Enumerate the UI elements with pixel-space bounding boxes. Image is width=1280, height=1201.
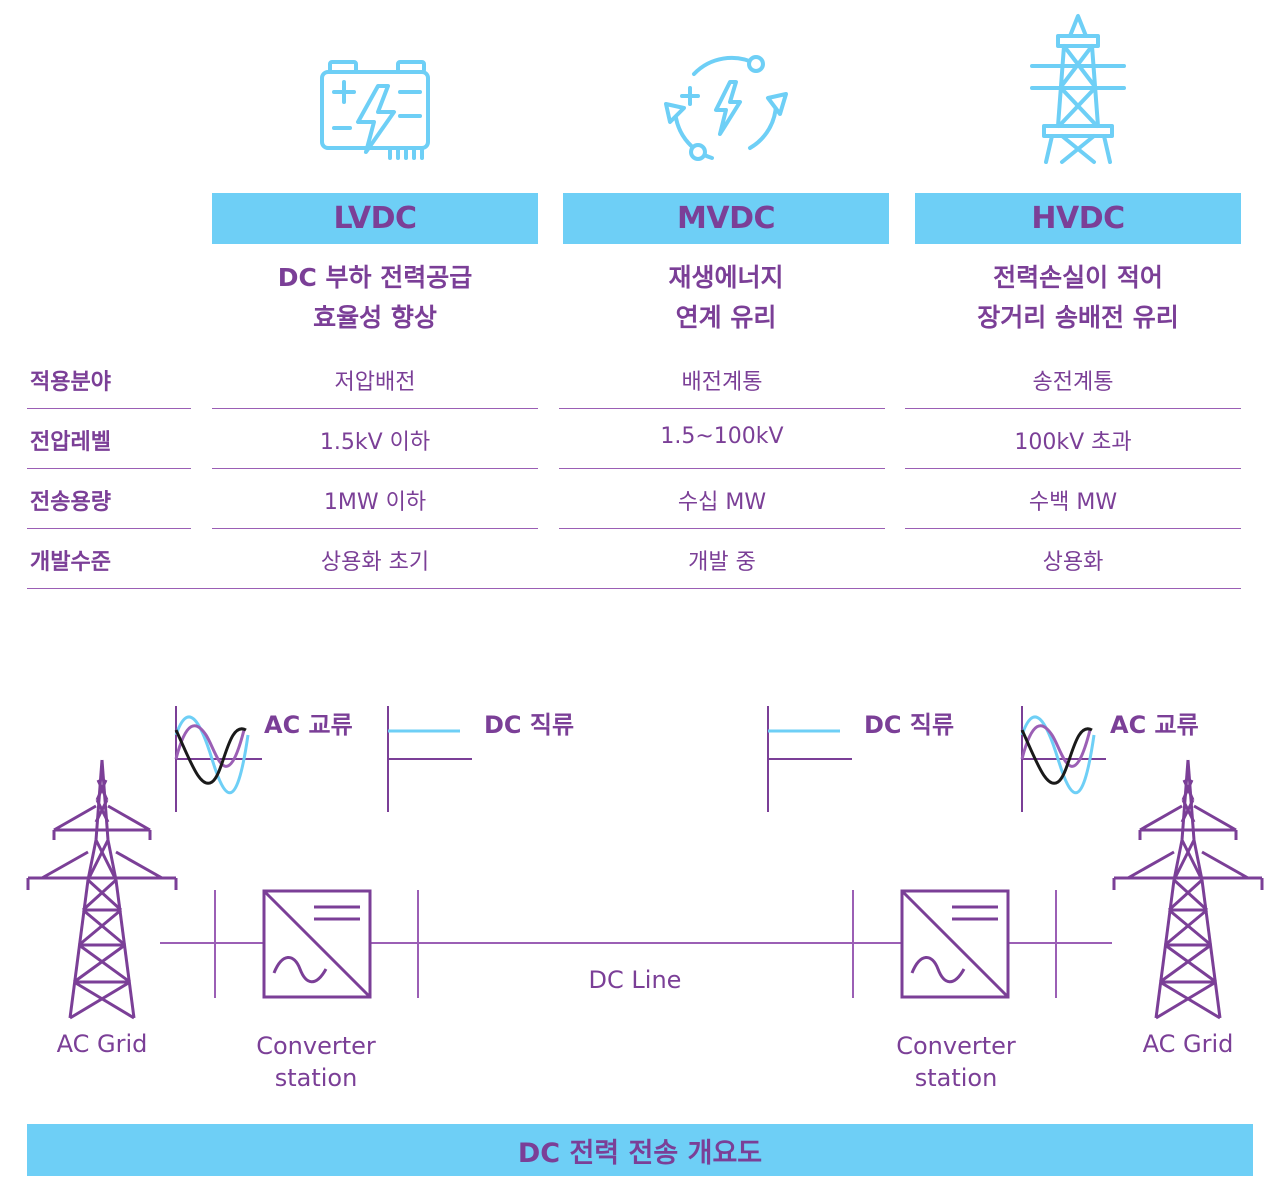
cell-voltage-hvdc: 100kV 초과 [1014, 430, 1132, 455]
converter-left-line1: Converter [256, 1032, 376, 1060]
desc-lvdc-line2: 효율성 향상 [313, 303, 437, 332]
battery-icon [320, 60, 430, 160]
dc-label-right: DC 직류 [864, 711, 955, 739]
row-divider [905, 468, 1241, 469]
cell-voltage-mvdc: 1.5~100kV [660, 424, 784, 449]
cell-voltage-lvdc: 1.5kV 이하 [319, 430, 431, 455]
desc-hvdc: 전력손실이 적어 장거리 송배전 유리 [915, 258, 1241, 338]
ac-waveform-left [174, 706, 262, 812]
converter-station-label-left: Converter station [236, 1030, 396, 1094]
ac-grid-label-right: AC Grid [1142, 1030, 1234, 1058]
ac-grid-label-left: AC Grid [56, 1030, 148, 1058]
row-divider [27, 468, 191, 469]
row-divider [905, 408, 1241, 409]
ac-label-left: AC 교류 [264, 711, 353, 739]
diagram-caption: DC 전력 전송 개요도 [27, 1124, 1253, 1176]
row-divider [27, 528, 191, 529]
cell-development-mvdc: 개발 중 [688, 550, 756, 575]
cell-application-mvdc: 배전계통 [681, 370, 763, 395]
desc-hvdc-line2: 장거리 송배전 유리 [977, 303, 1179, 332]
cell-application-hvdc: 송전계통 [1032, 370, 1114, 395]
header-mvdc: MVDC [563, 193, 889, 244]
row-divider [212, 528, 538, 529]
desc-lvdc: DC 부하 전력공급 효율성 향상 [212, 258, 538, 338]
dc-line [160, 890, 1112, 998]
row-divider [212, 408, 538, 409]
dc-waveform-left [387, 706, 472, 812]
row-label-application: 적용분야 [30, 370, 111, 395]
ac-waveform-right [1020, 706, 1106, 812]
desc-hvdc-line1: 전력손실이 적어 [993, 263, 1163, 292]
cell-capacity-hvdc: 수백 MW [1028, 490, 1118, 515]
header-hvdc: HVDC [915, 193, 1241, 244]
row-label-capacity: 전송용량 [30, 490, 111, 515]
desc-mvdc: 재생에너지 연계 유리 [563, 258, 889, 338]
header-lvdc: LVDC [212, 193, 538, 244]
dc-waveform-right [767, 706, 852, 812]
desc-mvdc-line1: 재생에너지 [668, 263, 784, 292]
ac-label-right: AC 교류 [1110, 711, 1199, 739]
converter-right-line2: station [914, 1064, 998, 1092]
converter-left-line2: station [274, 1064, 358, 1092]
row-label-development: 개발수준 [30, 550, 111, 575]
ac-grid-tower-right [1112, 758, 1264, 1020]
renewable-cycle-icon [664, 55, 788, 161]
converter-station-label-right: Converter station [876, 1030, 1036, 1094]
desc-lvdc-line1: DC 부하 전력공급 [277, 263, 473, 292]
cell-capacity-mvdc: 수십 MW [677, 490, 767, 515]
dc-label-left: DC 직류 [484, 711, 575, 739]
transmission-tower-icon [1030, 14, 1126, 164]
row-label-voltage: 전압레벨 [30, 430, 111, 455]
row-divider [905, 528, 1241, 529]
table-bottom-rule [27, 588, 1241, 589]
row-divider [27, 408, 191, 409]
dc-transmission-diagram [26, 706, 1264, 1020]
converter-station-left-icon [262, 889, 372, 999]
row-divider [559, 468, 885, 469]
cell-development-lvdc: 상용화 초기 [320, 550, 430, 575]
ac-grid-tower-left [26, 758, 178, 1020]
cell-development-hvdc: 상용화 [1042, 550, 1104, 575]
dc-line-label: DC Line [588, 966, 682, 994]
row-divider [559, 408, 885, 409]
cell-application-lvdc: 저압배전 [334, 370, 416, 395]
converter-right-line1: Converter [896, 1032, 1016, 1060]
row-divider [212, 468, 538, 469]
cell-capacity-lvdc: 1MW 이하 [323, 490, 427, 515]
converter-station-right-icon [900, 889, 1010, 999]
desc-mvdc-line2: 연계 유리 [675, 303, 777, 332]
row-divider [559, 528, 885, 529]
